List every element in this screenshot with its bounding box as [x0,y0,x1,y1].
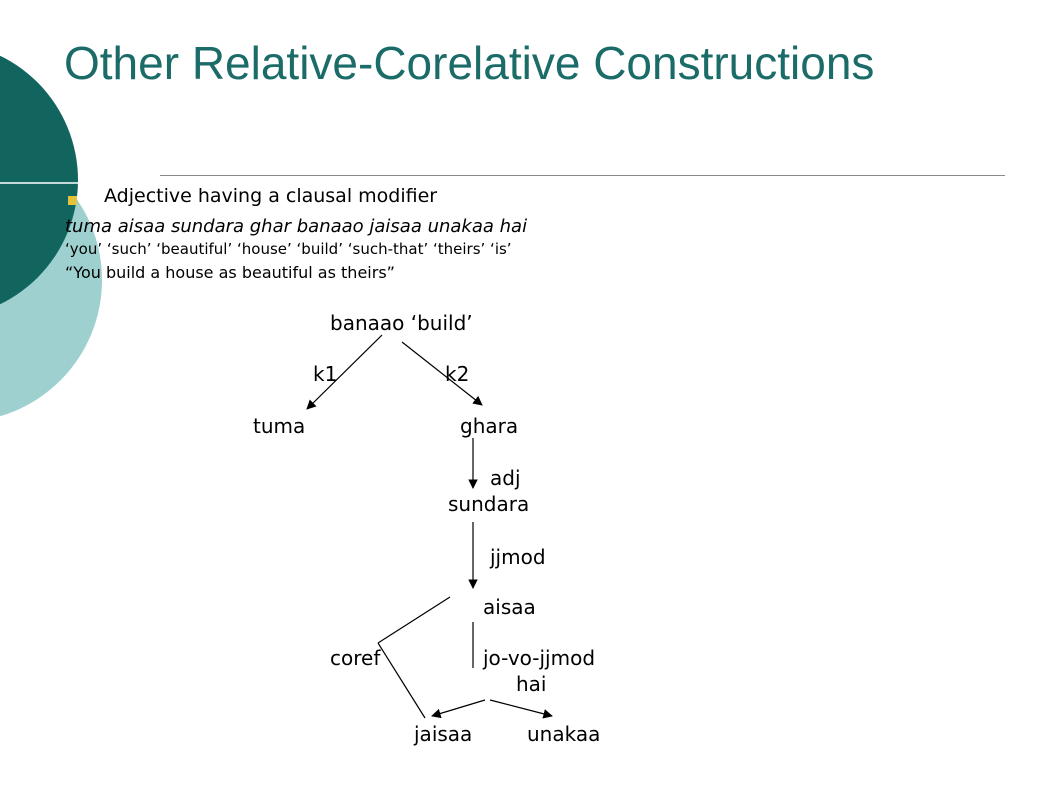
edge-root-ghara [401,341,483,406]
node-hai: hai [516,672,547,696]
edge-coref-lower [377,642,426,719]
edge-hai-jaisaa [431,699,486,719]
node-banaao: banaao ‘build’ [330,311,473,335]
node-aisaa: aisaa [483,595,536,619]
translation-line: “You build a house as beautiful as their… [65,263,395,282]
label-jjmod: jjmod [490,545,546,569]
dark-circle [0,55,78,305]
gloss-line: ‘you’ ‘such’ ‘beautiful’ ‘house’ ‘build’… [65,240,512,258]
decorative-circles [0,55,120,417]
example-sentence: tuma aisaa sundara ghar banaao jaisaa un… [65,216,528,237]
node-ghara: ghara [460,414,519,438]
label-k2: k2 [445,362,470,386]
edge-coref-upper [377,596,451,644]
title-rule [160,175,1005,176]
node-sundara: sundara [448,492,530,516]
edge-hai-unakaa [489,699,553,719]
node-tuma: tuma [253,414,306,438]
edge-root-tuma [306,334,383,410]
bullet-marker [68,196,77,205]
label-coref: coref [330,646,381,670]
label-adj: adj [490,466,521,490]
node-jaisaa: jaisaa [414,722,473,746]
slide-title: Other Relative-Corelative Constructions [64,37,875,89]
node-unakaa: unakaa [527,722,601,746]
bullet-text: Adjective having a clausal modifier [104,185,438,207]
label-jo-vo-jjmod: jo-vo-jjmod [483,646,596,670]
label-k1: k1 [313,362,338,386]
